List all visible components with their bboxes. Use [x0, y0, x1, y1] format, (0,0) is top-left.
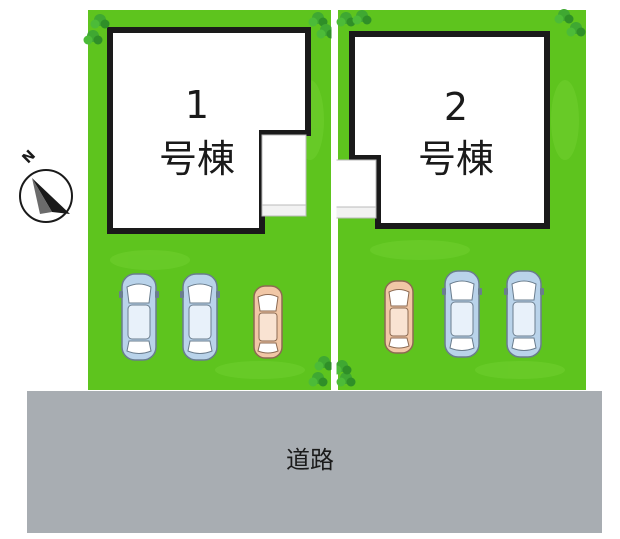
building-1-suffix: 号棟	[159, 137, 235, 181]
building-2-suffix: 号棟	[418, 137, 494, 181]
road	[27, 391, 602, 533]
road-label: 道路	[286, 446, 334, 474]
building-1-step	[261, 204, 307, 217]
parked-car	[503, 270, 545, 358]
building-1	[107, 27, 311, 234]
north-arrow-icon: N	[19, 147, 73, 223]
parked-car	[384, 280, 414, 354]
parked-car	[118, 273, 160, 361]
building-1-number: 1	[185, 83, 209, 127]
building-2-step	[335, 206, 377, 219]
building-2	[335, 31, 550, 229]
compass-letter: N	[19, 147, 39, 167]
building-2-number: 2	[444, 85, 468, 129]
lawn-texture	[110, 80, 579, 379]
parked-car	[441, 270, 483, 358]
building-1-porch	[261, 134, 307, 212]
parked-car	[179, 273, 221, 361]
parked-car	[253, 285, 283, 359]
building-2-porch	[335, 159, 377, 213]
